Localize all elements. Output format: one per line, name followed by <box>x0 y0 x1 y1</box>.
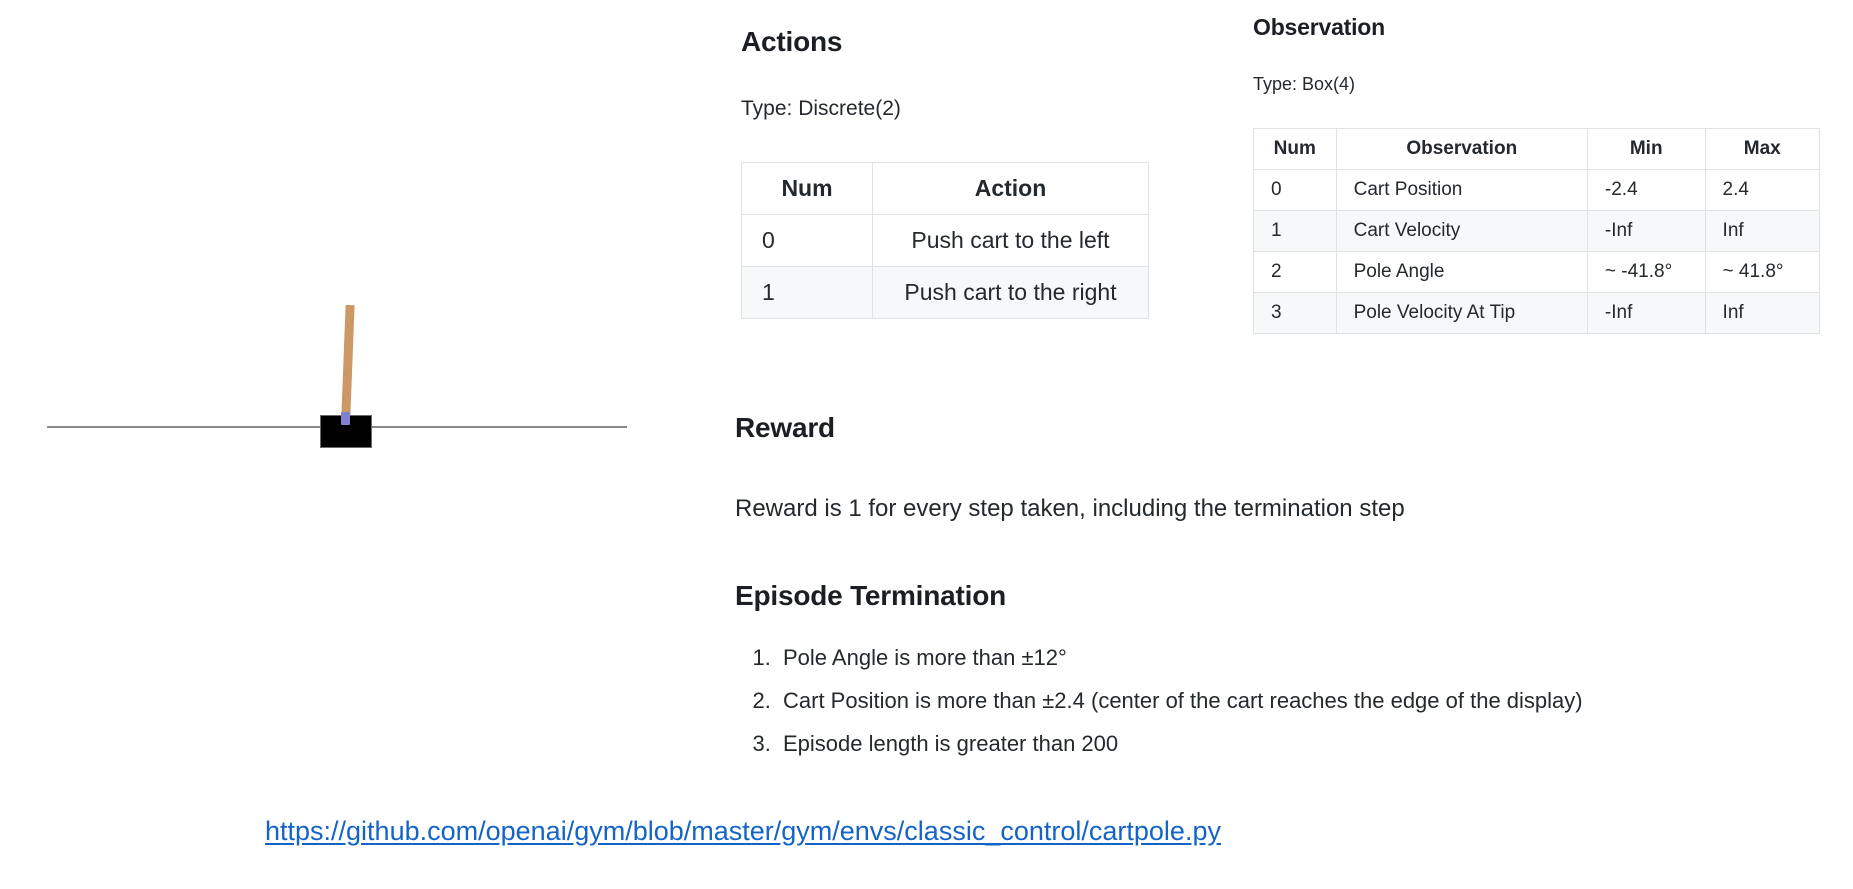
table-row: 1 Push cart to the right <box>741 266 1149 319</box>
observation-col-max: Max <box>1704 128 1821 170</box>
table-row: 0 Cart Position -2.4 2.4 <box>1253 169 1821 211</box>
observation-cell-min: -Inf <box>1586 210 1706 252</box>
actions-cell-action: Push cart to the left <box>872 214 1149 267</box>
list-item: Pole Angle is more than ±12° <box>777 645 1583 671</box>
observation-type-label: Type: Box(4) <box>1253 74 1356 94</box>
observation-cell-num: 1 <box>1253 210 1337 252</box>
actions-table: Num Action 0 Push cart to the left 1 Pus… <box>741 162 1149 319</box>
table-row: 1 Cart Velocity -Inf Inf <box>1253 210 1821 252</box>
actions-col-action: Action <box>872 162 1149 215</box>
observation-col-min: Min <box>1586 128 1706 170</box>
observation-col-observation: Observation <box>1335 128 1588 170</box>
episode-termination-heading: Episode Termination <box>735 580 1007 611</box>
observation-cell-num: 2 <box>1253 251 1337 293</box>
table-row: 2 Pole Angle ~ -41.8° ~ 41.8° <box>1253 251 1821 293</box>
actions-cell-num: 1 <box>741 266 873 319</box>
observation-cell-num: 0 <box>1253 169 1337 211</box>
table-row: 0 Push cart to the left <box>741 214 1149 267</box>
table-header-row: Num Action <box>741 162 1149 215</box>
episode-termination-list: Pole Angle is more than ±12° Cart Positi… <box>735 645 1583 774</box>
actions-type-label: Type: Discrete(2) <box>741 97 901 120</box>
cartpole-cart <box>320 415 372 448</box>
observation-heading: Observation <box>1253 14 1386 40</box>
observation-cell-num: 3 <box>1253 292 1337 334</box>
cartpole-axle <box>341 412 350 425</box>
reward-heading: Reward <box>735 412 835 443</box>
list-item: Episode length is greater than 200 <box>777 731 1583 757</box>
actions-heading: Actions <box>741 26 843 57</box>
observation-cell-observation: Cart Velocity <box>1335 210 1588 252</box>
observation-cell-max: Inf <box>1704 210 1821 252</box>
actions-cell-action: Push cart to the right <box>872 266 1149 319</box>
list-item: Cart Position is more than ±2.4 (center … <box>777 688 1583 714</box>
actions-cell-num: 0 <box>741 214 873 267</box>
table-row: 3 Pole Velocity At Tip -Inf Inf <box>1253 292 1821 334</box>
observation-cell-observation: Pole Velocity At Tip <box>1335 292 1588 334</box>
observation-cell-min: -Inf <box>1586 292 1706 334</box>
observation-cell-max: ~ 41.8° <box>1704 251 1821 293</box>
observation-cell-max: 2.4 <box>1704 169 1821 211</box>
observation-cell-max: Inf <box>1704 292 1821 334</box>
observation-cell-min: -2.4 <box>1586 169 1706 211</box>
observation-cell-observation: Cart Position <box>1335 169 1588 211</box>
observation-col-num: Num <box>1253 128 1337 170</box>
observation-cell-min: ~ -41.8° <box>1586 251 1706 293</box>
cartpole-illustration <box>0 240 700 500</box>
actions-col-num: Num <box>741 162 873 215</box>
observation-table: Num Observation Min Max 0 Cart Position … <box>1253 128 1821 334</box>
table-header-row: Num Observation Min Max <box>1253 128 1821 170</box>
cartpole-pole <box>341 304 355 426</box>
source-code-link[interactable]: https://github.com/openai/gym/blob/maste… <box>265 816 1221 846</box>
observation-cell-observation: Pole Angle <box>1335 251 1588 293</box>
reward-description: Reward is 1 for every step taken, includ… <box>735 495 1405 522</box>
